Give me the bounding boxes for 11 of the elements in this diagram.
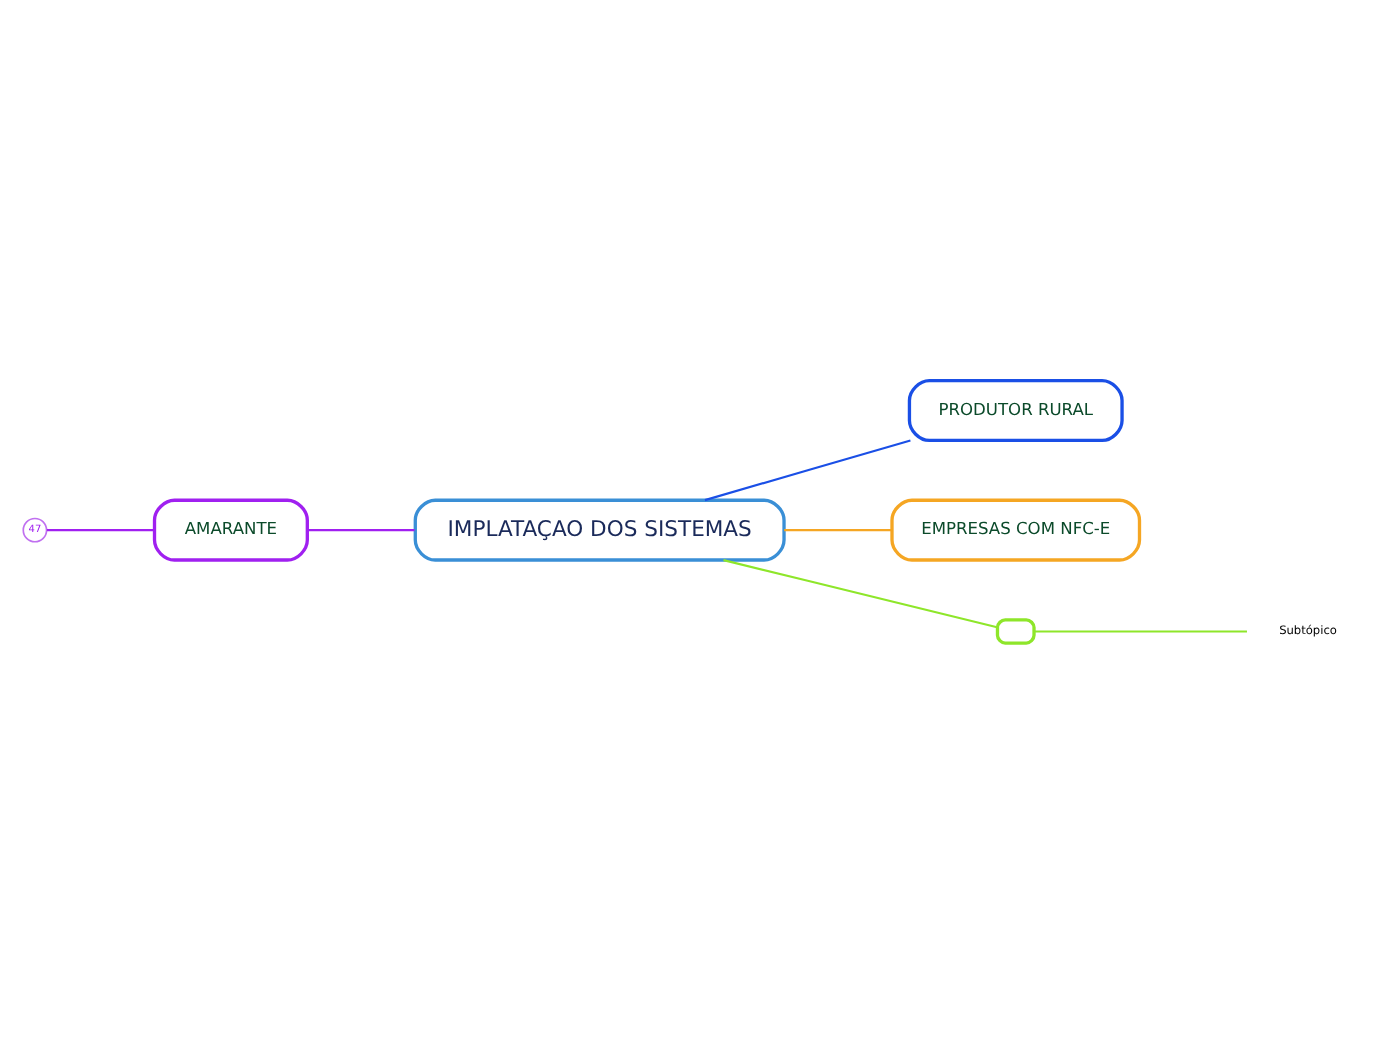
- connector: [46, 528, 155, 531]
- connector: [307, 528, 415, 531]
- node-box: IMPLATAÇAO DOS SISTEMAS: [413, 497, 786, 561]
- connector: [723, 558, 998, 628]
- node-box: PRODUTOR RURAL: [907, 377, 1124, 442]
- node-box: EMPRESAS COM NFC-E: [890, 497, 1142, 561]
- node-box: AMARANTE: [152, 497, 309, 561]
- node-box: [995, 617, 1036, 644]
- connector: [784, 528, 892, 531]
- connector: [1034, 629, 1247, 632]
- connector: [704, 438, 911, 501]
